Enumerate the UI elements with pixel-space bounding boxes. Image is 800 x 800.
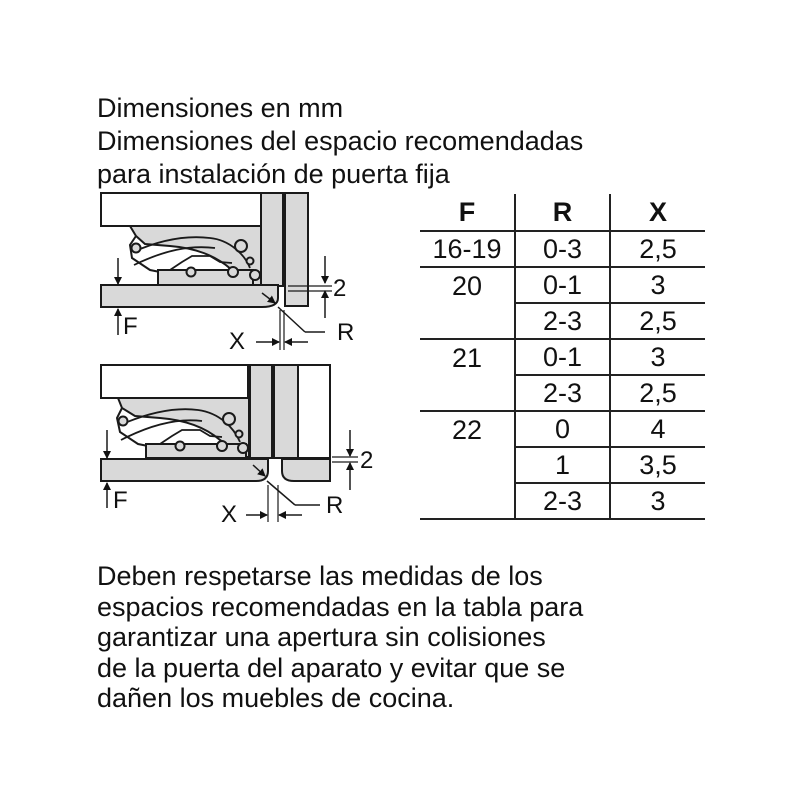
top-label-gap: 2	[333, 275, 346, 302]
heading: Dimensiones en mm Dimensiones del espaci…	[97, 92, 583, 191]
dimensions-table: F R X 16-19 0-3 2,5 20 0-1 3 2-3 2,5 21 …	[420, 194, 705, 520]
cell-x: 2,5	[609, 302, 705, 339]
heading-line-title: Dimensiones del espacio recomendadas	[97, 126, 584, 156]
cell-r: 1	[514, 446, 610, 483]
installation-note: Deben respetarse las medidas de los espa…	[97, 561, 583, 714]
top-door-panel-2	[284, 192, 309, 307]
cell-r: 0-1	[514, 266, 610, 303]
bottom-label-x: X	[221, 501, 237, 528]
table-row: 20 0-1 3	[420, 266, 705, 303]
top-door-panel-1	[260, 192, 284, 287]
table-header-row: F R X	[420, 194, 705, 231]
table-row: 2-3 2,5	[420, 374, 705, 411]
cell-r: 2-3	[514, 374, 610, 411]
bottom-door-panel-1	[249, 364, 273, 459]
cell-f: 21	[420, 338, 515, 375]
header-f: F	[458, 197, 476, 227]
bottom-door-panel-2	[273, 364, 299, 459]
cell-x: 2,5	[609, 230, 705, 267]
top-label-r: R	[337, 319, 354, 346]
header-r: R	[514, 194, 610, 231]
note-line: dañen los muebles de cocina.	[97, 683, 455, 713]
heading-line-units: Dimensiones en mm	[97, 93, 344, 123]
table-row: 2-3 3	[420, 482, 705, 520]
top-hinge-diagram	[100, 192, 332, 350]
cell-f	[420, 483, 515, 520]
table-row: 1 3,5	[420, 446, 705, 483]
cell-x: 4	[609, 410, 705, 447]
cell-f	[420, 303, 515, 339]
table-row: 2-3 2,5	[420, 302, 705, 339]
cell-x: 3,5	[609, 446, 705, 483]
cell-x: 3	[609, 338, 705, 375]
note-line: garantizar una apertura sin colisiones	[97, 622, 546, 652]
cell-f	[420, 447, 515, 483]
top-label-x: X	[229, 328, 245, 355]
bottom-label-r: R	[326, 492, 343, 519]
bottom-cabinet-panel	[100, 364, 249, 399]
top-cabinet-panel	[100, 192, 262, 227]
cell-x: 3	[609, 266, 705, 303]
cell-x: 2,5	[609, 374, 705, 411]
note-line: Deben respetarse las medidas de los	[97, 561, 543, 591]
top-label-f: F	[123, 313, 138, 340]
cell-f: 22	[420, 410, 515, 447]
cell-r: 0-3	[514, 230, 610, 267]
bottom-hinge-diagram	[100, 364, 358, 522]
top-base-shelf	[100, 284, 279, 308]
cell-r: 2-3	[514, 302, 610, 339]
note-line: de la puerta del aparato y evitar que se	[97, 652, 566, 683]
cell-r: 2-3	[514, 482, 610, 520]
cell-r: 0	[514, 410, 610, 447]
table-row: 22 0 4	[420, 410, 705, 447]
table-row: 16-19 0-3 2,5	[420, 230, 705, 267]
heading-line-subtitle: para instalación de puerta fija	[97, 159, 450, 189]
bottom-label-f: F	[113, 487, 128, 514]
cell-f: 16-19	[420, 230, 515, 267]
bottom-base-shelf-right	[281, 458, 331, 482]
cell-x: 3	[609, 482, 705, 520]
bottom-base-shelf-left	[100, 458, 269, 482]
cell-f	[420, 375, 515, 411]
note-line: espacios recomendadas en la tabla para	[97, 591, 584, 622]
header-x: X	[609, 194, 705, 231]
bottom-label-gap: 2	[360, 447, 373, 474]
cell-r: 0-1	[514, 338, 610, 375]
table-row: 21 0-1 3	[420, 338, 705, 375]
cell-f: 20	[420, 266, 515, 303]
